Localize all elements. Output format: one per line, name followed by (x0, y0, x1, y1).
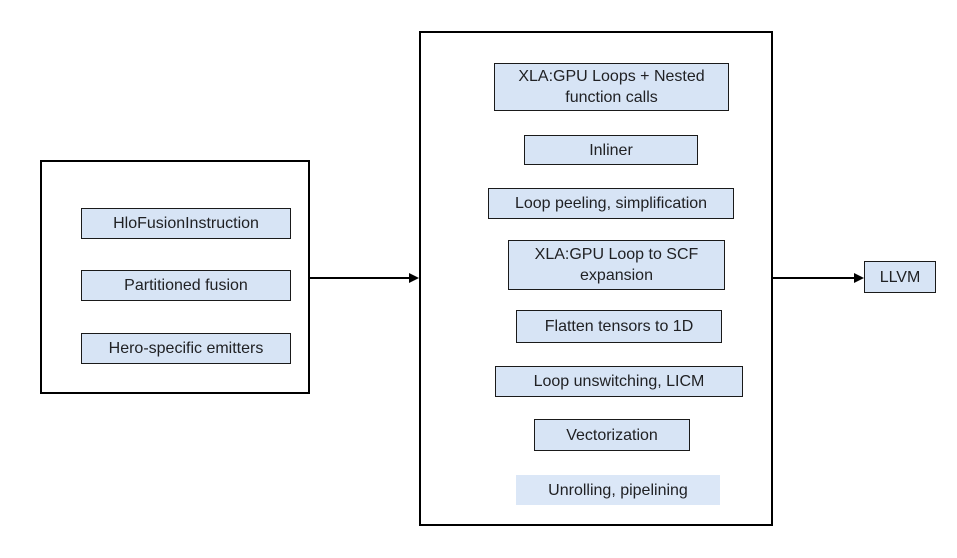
node-xla-gpu-loops-nested-function-calls: XLA:GPU Loops + Nested function calls (494, 63, 729, 111)
node-loop-peeling-simplification: Loop peeling, simplification (488, 188, 734, 219)
node-llvm: LLVM (864, 261, 936, 293)
node-flatten-tensors-to-1d: Flatten tensors to 1D (516, 310, 722, 343)
arrow-head-icon (409, 272, 419, 283)
arrow-left-to-middle (309, 272, 419, 283)
node-xla-gpu-loop-to-scf-expansion: XLA:GPU Loop to SCF expansion (508, 240, 725, 290)
node-hero-specific-emitters: Hero-specific emitters (81, 333, 291, 364)
node-partitioned-fusion: Partitioned fusion (81, 270, 291, 301)
middle-group-box: XLA:GPU Loops + Nested function calls In… (419, 31, 773, 526)
arrow-middle-to-llvm (772, 272, 864, 283)
node-hlo-fusion-instruction: HloFusionInstruction (81, 208, 291, 239)
left-group-box: HloFusionInstruction Partitioned fusion … (40, 160, 310, 394)
node-loop-unswitching-licm: Loop unswitching, LICM (495, 366, 743, 397)
arrow-head-icon (854, 272, 864, 283)
node-unrolling-pipelining: Unrolling, pipelining (516, 475, 720, 505)
arrow-shaft (772, 277, 855, 279)
node-vectorization: Vectorization (534, 419, 690, 451)
node-inliner: Inliner (524, 135, 698, 165)
arrow-shaft (309, 277, 410, 279)
